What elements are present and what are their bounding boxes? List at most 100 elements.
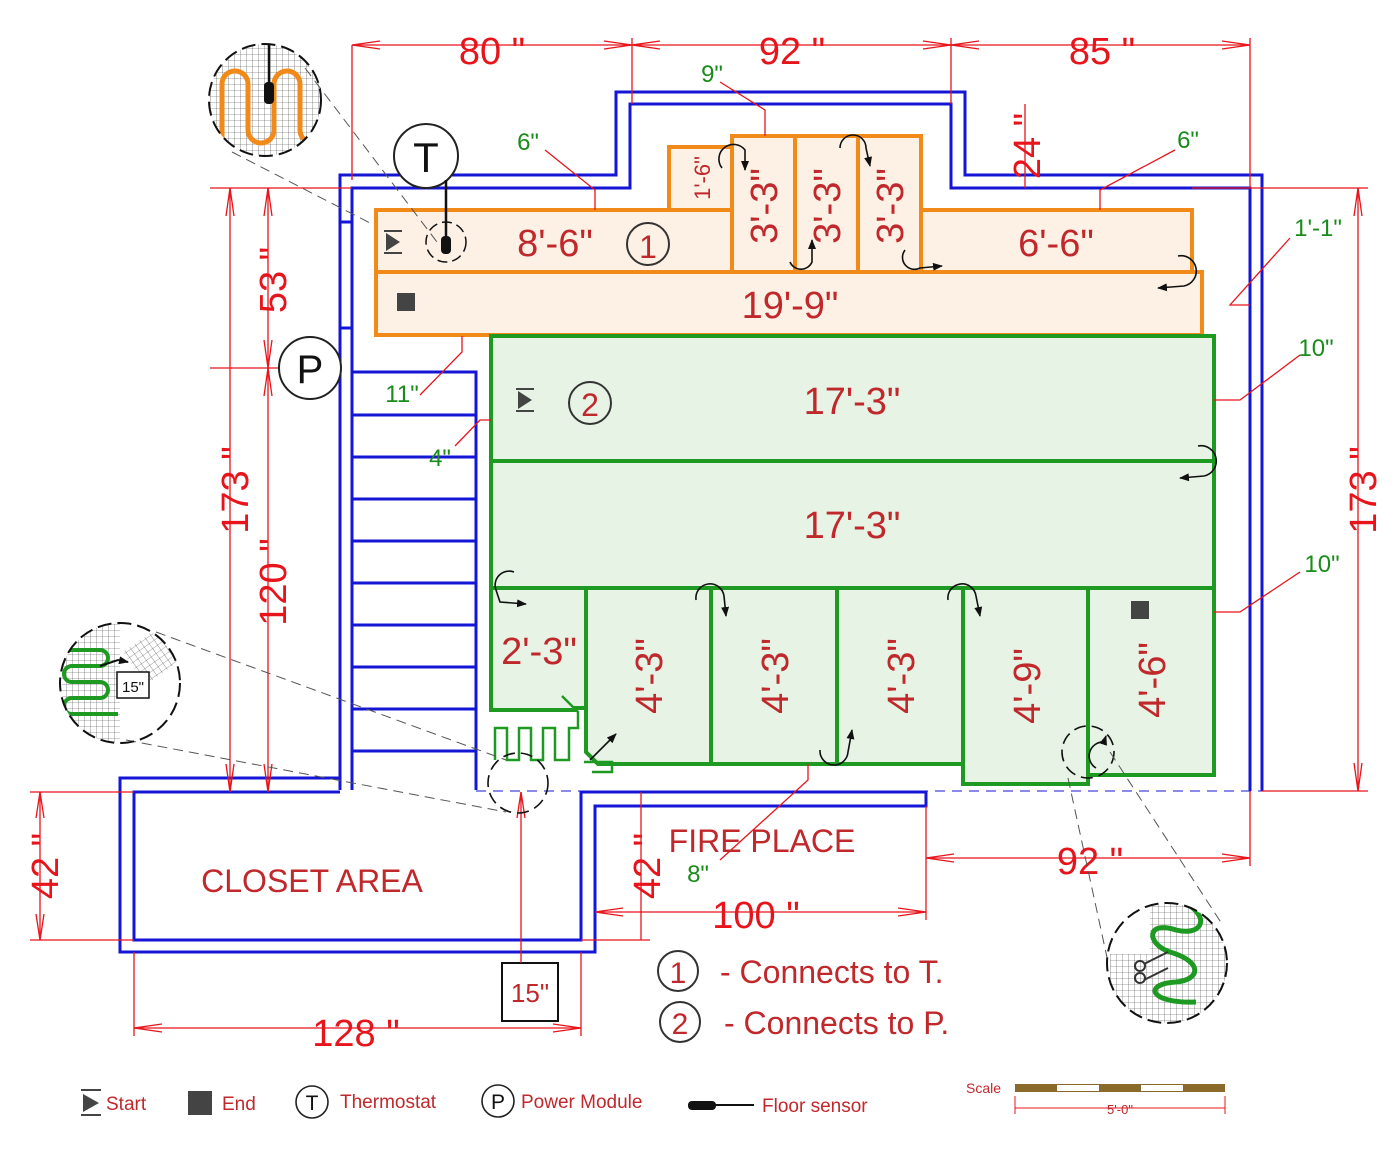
- stair-treads: [352, 413, 476, 753]
- svg-text:P: P: [491, 1091, 505, 1114]
- label-4-3-b: 4'-3": [755, 638, 797, 714]
- offset-9: 9": [701, 61, 723, 88]
- note-2-number: 2: [672, 1008, 689, 1041]
- room-fireplace: FIRE PLACE: [669, 823, 856, 859]
- legend: Start End T Thermostat P Power Module Fl…: [81, 1080, 1226, 1119]
- strip-3-3-a: [730, 134, 797, 274]
- turn-arrows: [494, 134, 1218, 769]
- legend-start: Start: [106, 1094, 147, 1115]
- strip-3-3-b: [793, 134, 860, 274]
- zone-1: [374, 134, 1204, 337]
- floor-sensor-icon: [441, 236, 451, 254]
- box-15-small: [116, 671, 150, 699]
- dimension-left: 53 " 173 " 120 ": [210, 187, 352, 793]
- detail-callout-cut: [487, 752, 549, 814]
- dim-85: 85 ": [1069, 31, 1135, 73]
- dimension-top: 80 " 92 " 85 ": [351, 31, 1251, 188]
- label-19-9: 19'-9": [742, 285, 839, 327]
- label-17-3-a: 17'-3": [804, 381, 901, 423]
- strip-4-6: [1086, 586, 1216, 777]
- offset-10-mid: 10": [1304, 551, 1339, 578]
- label-4-6: 4'-6": [1132, 642, 1174, 718]
- power-module-icon: [481, 1084, 515, 1118]
- label-4-9: 4'-9": [1007, 648, 1049, 724]
- power-module: P: [278, 336, 342, 400]
- label-3-3-c: 3'-3": [870, 168, 912, 244]
- legend-end: End: [222, 1094, 256, 1115]
- strip-8-6: [374, 208, 734, 274]
- thermostat-icon: [295, 1085, 329, 1119]
- zone-1-badge: [626, 222, 670, 266]
- svg-text:T: T: [306, 1092, 319, 1115]
- detail-serpentine-top: [208, 43, 441, 247]
- dim-53: 53 ": [253, 247, 295, 313]
- scissors-icon: [1134, 951, 1169, 984]
- note-2-text: - Connects to P.: [724, 1005, 949, 1041]
- strip-4-3-b: [709, 586, 839, 766]
- floor-sensor-legend-icon: [688, 1101, 716, 1110]
- dim-80: 80 ": [459, 31, 525, 73]
- label-17-3-b: 17'-3": [804, 505, 901, 547]
- cable-serpentine: [493, 695, 580, 762]
- dimension-24: 24 ": [1007, 104, 1049, 188]
- zone-1-labels: 8'-6" 1 1'-6" 3'-3" 3'-3" 3'-3" 6'-6" 19…: [384, 156, 1094, 327]
- end-marker-zone-2: [1131, 601, 1149, 619]
- label-3-3-a: 3'-3": [744, 168, 786, 244]
- dim-128: 128 ": [312, 1013, 399, 1055]
- offset-leaders: 9" 6" 6" 1'-1" 10" 10" 11" 4" 8": [385, 61, 1342, 888]
- start-marker-zone-2: [518, 391, 532, 409]
- scale-bar: [1014, 1084, 1226, 1114]
- dimension-bottom: 42 " 42 " 128 " 100 " 92 ": [25, 791, 1251, 1055]
- dim-173-right: 173 ": [1343, 446, 1385, 533]
- detail-serpentine-left: 15": [59, 622, 507, 813]
- label-1-6: 1'-6": [690, 156, 715, 200]
- offset-10-top: 10": [1298, 335, 1333, 362]
- dimension-right: 173 ": [1192, 187, 1385, 792]
- zone-2-badge: [568, 381, 612, 425]
- strip-4-3-c: [835, 586, 965, 766]
- legend-power-module: Power Module: [521, 1092, 642, 1113]
- room-closet: CLOSET AREA: [201, 863, 423, 899]
- thermostat: T: [393, 123, 467, 263]
- thermostat-letter: T: [413, 134, 439, 181]
- legend-scale: Scale: [966, 1080, 1001, 1096]
- svg-text:2: 2: [581, 387, 599, 423]
- offset-6-left: 6": [517, 129, 539, 156]
- offset-8: 8": [687, 861, 709, 888]
- dim-92-bottom: 92 ": [1057, 841, 1123, 883]
- legend-scale-length: 5'-0": [1107, 1102, 1133, 1117]
- label-8-6: 8'-6": [517, 223, 593, 265]
- dim-120: 120 ": [253, 538, 295, 625]
- label-4-3-a: 4'-3": [629, 638, 671, 714]
- dim-42-fireplace: 42 ": [627, 833, 669, 899]
- svg-text:15": 15": [511, 978, 549, 1008]
- note-1-text: - Connects to T.: [720, 954, 944, 990]
- strip-4-9: [961, 586, 1090, 786]
- offset-1-1: 1'-1": [1294, 215, 1342, 242]
- label-3-3-b: 3'-3": [807, 168, 849, 244]
- start-icon: [83, 1094, 99, 1112]
- offset-4: 4": [429, 445, 451, 472]
- dim-173-left: 173 ": [215, 446, 257, 533]
- dim-100: 100 ": [712, 895, 799, 937]
- svg-text:15": 15": [122, 679, 144, 696]
- zone-2-labels: 17'-3" 2 17'-3" 2'-3" 4'-3" 4'-3" 4'-3" …: [501, 381, 1174, 724]
- label-2-3: 2'-3": [501, 631, 577, 673]
- dim-42-closet: 42 ": [25, 833, 67, 899]
- strip-4-3-a: [584, 586, 713, 766]
- zone-notes: 1 - Connects to T. 2 - Connects to P.: [657, 950, 949, 1043]
- dim-92-top: 92 ": [759, 31, 825, 73]
- label-6-6: 6'-6": [1018, 223, 1094, 265]
- detail-cut-right: [1061, 725, 1228, 1024]
- offset-6-right: 6": [1177, 127, 1199, 154]
- strip-17-3-b: [489, 459, 1216, 590]
- offset-11: 11": [385, 381, 418, 408]
- end-icon: [188, 1091, 212, 1115]
- power-letter: P: [297, 348, 324, 392]
- legend-floor-sensor: Floor sensor: [762, 1096, 868, 1117]
- start-marker-zone-1: [386, 233, 400, 251]
- dim-24: 24 ": [1007, 113, 1049, 179]
- walls: [118, 90, 1264, 954]
